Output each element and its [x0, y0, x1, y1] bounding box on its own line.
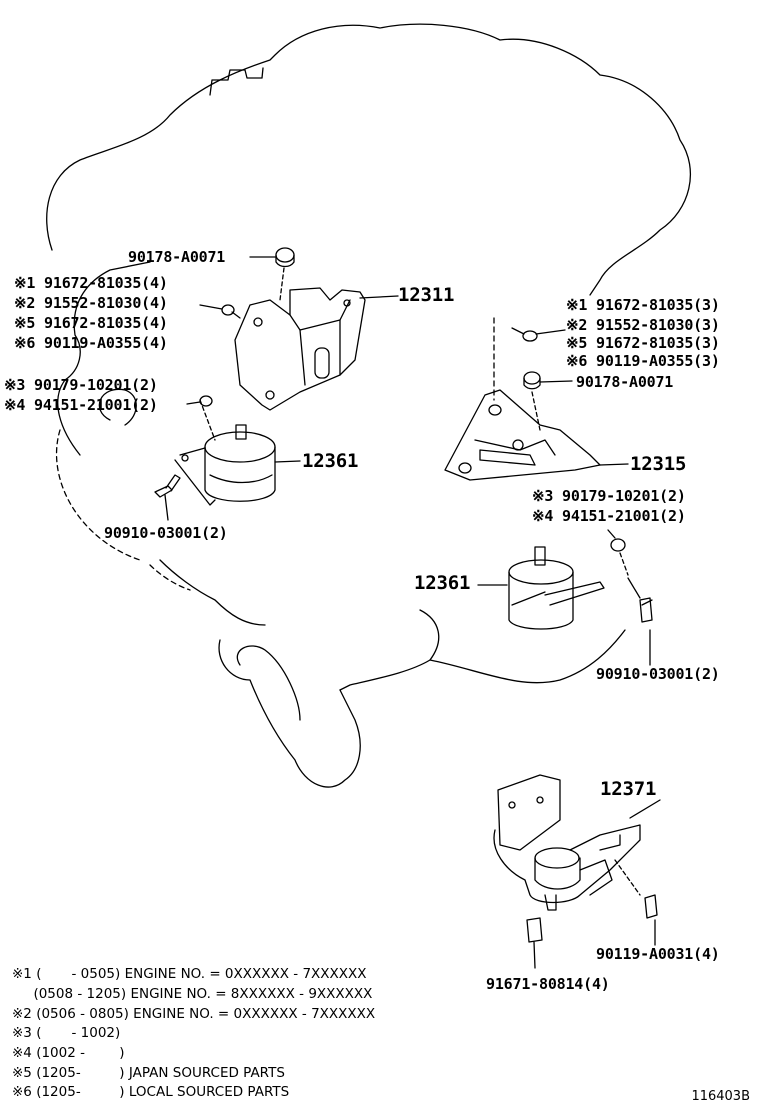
label-right-s2: ※2 91552-81030(3) [566, 316, 720, 334]
bolt-91671 [526, 917, 543, 969]
bolt-90119-a0031 [614, 859, 658, 946]
label-90119-a0031: 90119-A0031(4) [596, 945, 720, 963]
label-right-s3: ※3 90179-10201(2) [532, 487, 686, 505]
engine-outline-bottom-mid [339, 609, 440, 691]
engine-outline-left-arc [98, 388, 137, 426]
illustration-code: 116403B [691, 1089, 750, 1104]
bracket-12311 [234, 287, 399, 411]
left-dashed-ring [55, 429, 191, 591]
label-90178-left: 90178-A0071 [128, 248, 226, 266]
mount-12361-left [174, 399, 301, 506]
bracket-12315 [444, 389, 629, 481]
engine-outline-bottom [218, 639, 361, 788]
engine-outline-bottom-right [429, 629, 626, 684]
label-12361-left: 12361 [302, 450, 359, 472]
footnote-1: ※1 ( - 0505) ENGINE NO. = 0XXXXXX - 7XXX… [12, 966, 367, 982]
label-90910-right: 90910-03001(2) [596, 665, 720, 683]
nut-left-lower [186, 395, 213, 407]
label-left-s4: ※4 94151-21001(2) [4, 396, 158, 414]
label-90910-left: 90910-03001(2) [104, 524, 228, 542]
footnote-6: ※6 (1205- ) LOCAL SOURCED PARTS [12, 1084, 290, 1100]
label-right-s6: ※6 90119-A0355(3) [566, 352, 720, 370]
bolt-right-upper [493, 317, 566, 401]
label-12361-right: 12361 [414, 572, 471, 594]
footnote-3: ※3 ( - 1002) [12, 1025, 121, 1041]
label-left-s1: ※1 91672-81035(4) [14, 274, 168, 292]
footnote-4: ※4 (1002 - ) [12, 1045, 125, 1061]
label-left-s6: ※6 90119-A0355(4) [14, 334, 168, 352]
nut-90178-left [249, 247, 295, 301]
label-91671: 91671-80814(4) [486, 975, 610, 993]
label-12371: 12371 [600, 778, 657, 800]
engine-outline-top-notch [209, 67, 264, 96]
label-right-s5: ※5 91672-81035(3) [566, 334, 720, 352]
bracket-12371 [493, 774, 661, 911]
engine-outline [46, 23, 692, 296]
bolt-left-upper [199, 304, 241, 319]
footnote-1b: (0508 - 1205) ENGINE NO. = 8XXXXXX - 9XX… [12, 986, 373, 1002]
label-left-s3: ※3 90179-10201(2) [4, 376, 158, 394]
bolt-90910-right [627, 577, 653, 666]
label-right-s1: ※1 91672-81035(3) [566, 296, 720, 314]
label-left-s5: ※5 91672-81035(4) [14, 314, 168, 332]
label-12315: 12315 [630, 453, 687, 475]
nut-90178-right [523, 371, 573, 431]
mount-12361-right [477, 546, 605, 630]
label-left-s2: ※2 91552-81030(4) [14, 294, 168, 312]
engine-outline-bottom-left [159, 559, 266, 626]
engine-outline-left-lower [57, 261, 151, 456]
footnote-5: ※5 (1205- ) JAPAN SOURCED PARTS [12, 1065, 285, 1081]
label-12311: 12311 [398, 284, 455, 306]
nut-right-lower [607, 529, 629, 576]
footnote-2: ※2 (0506 - 0805) ENGINE NO. = 0XXXXXX - … [12, 1006, 376, 1022]
label-90178-right: 90178-A0071 [576, 373, 674, 391]
bolt-90910-left [154, 474, 181, 521]
label-right-s4: ※4 94151-21001(2) [532, 507, 686, 525]
engine-outline-lower-ellipse [236, 645, 301, 721]
